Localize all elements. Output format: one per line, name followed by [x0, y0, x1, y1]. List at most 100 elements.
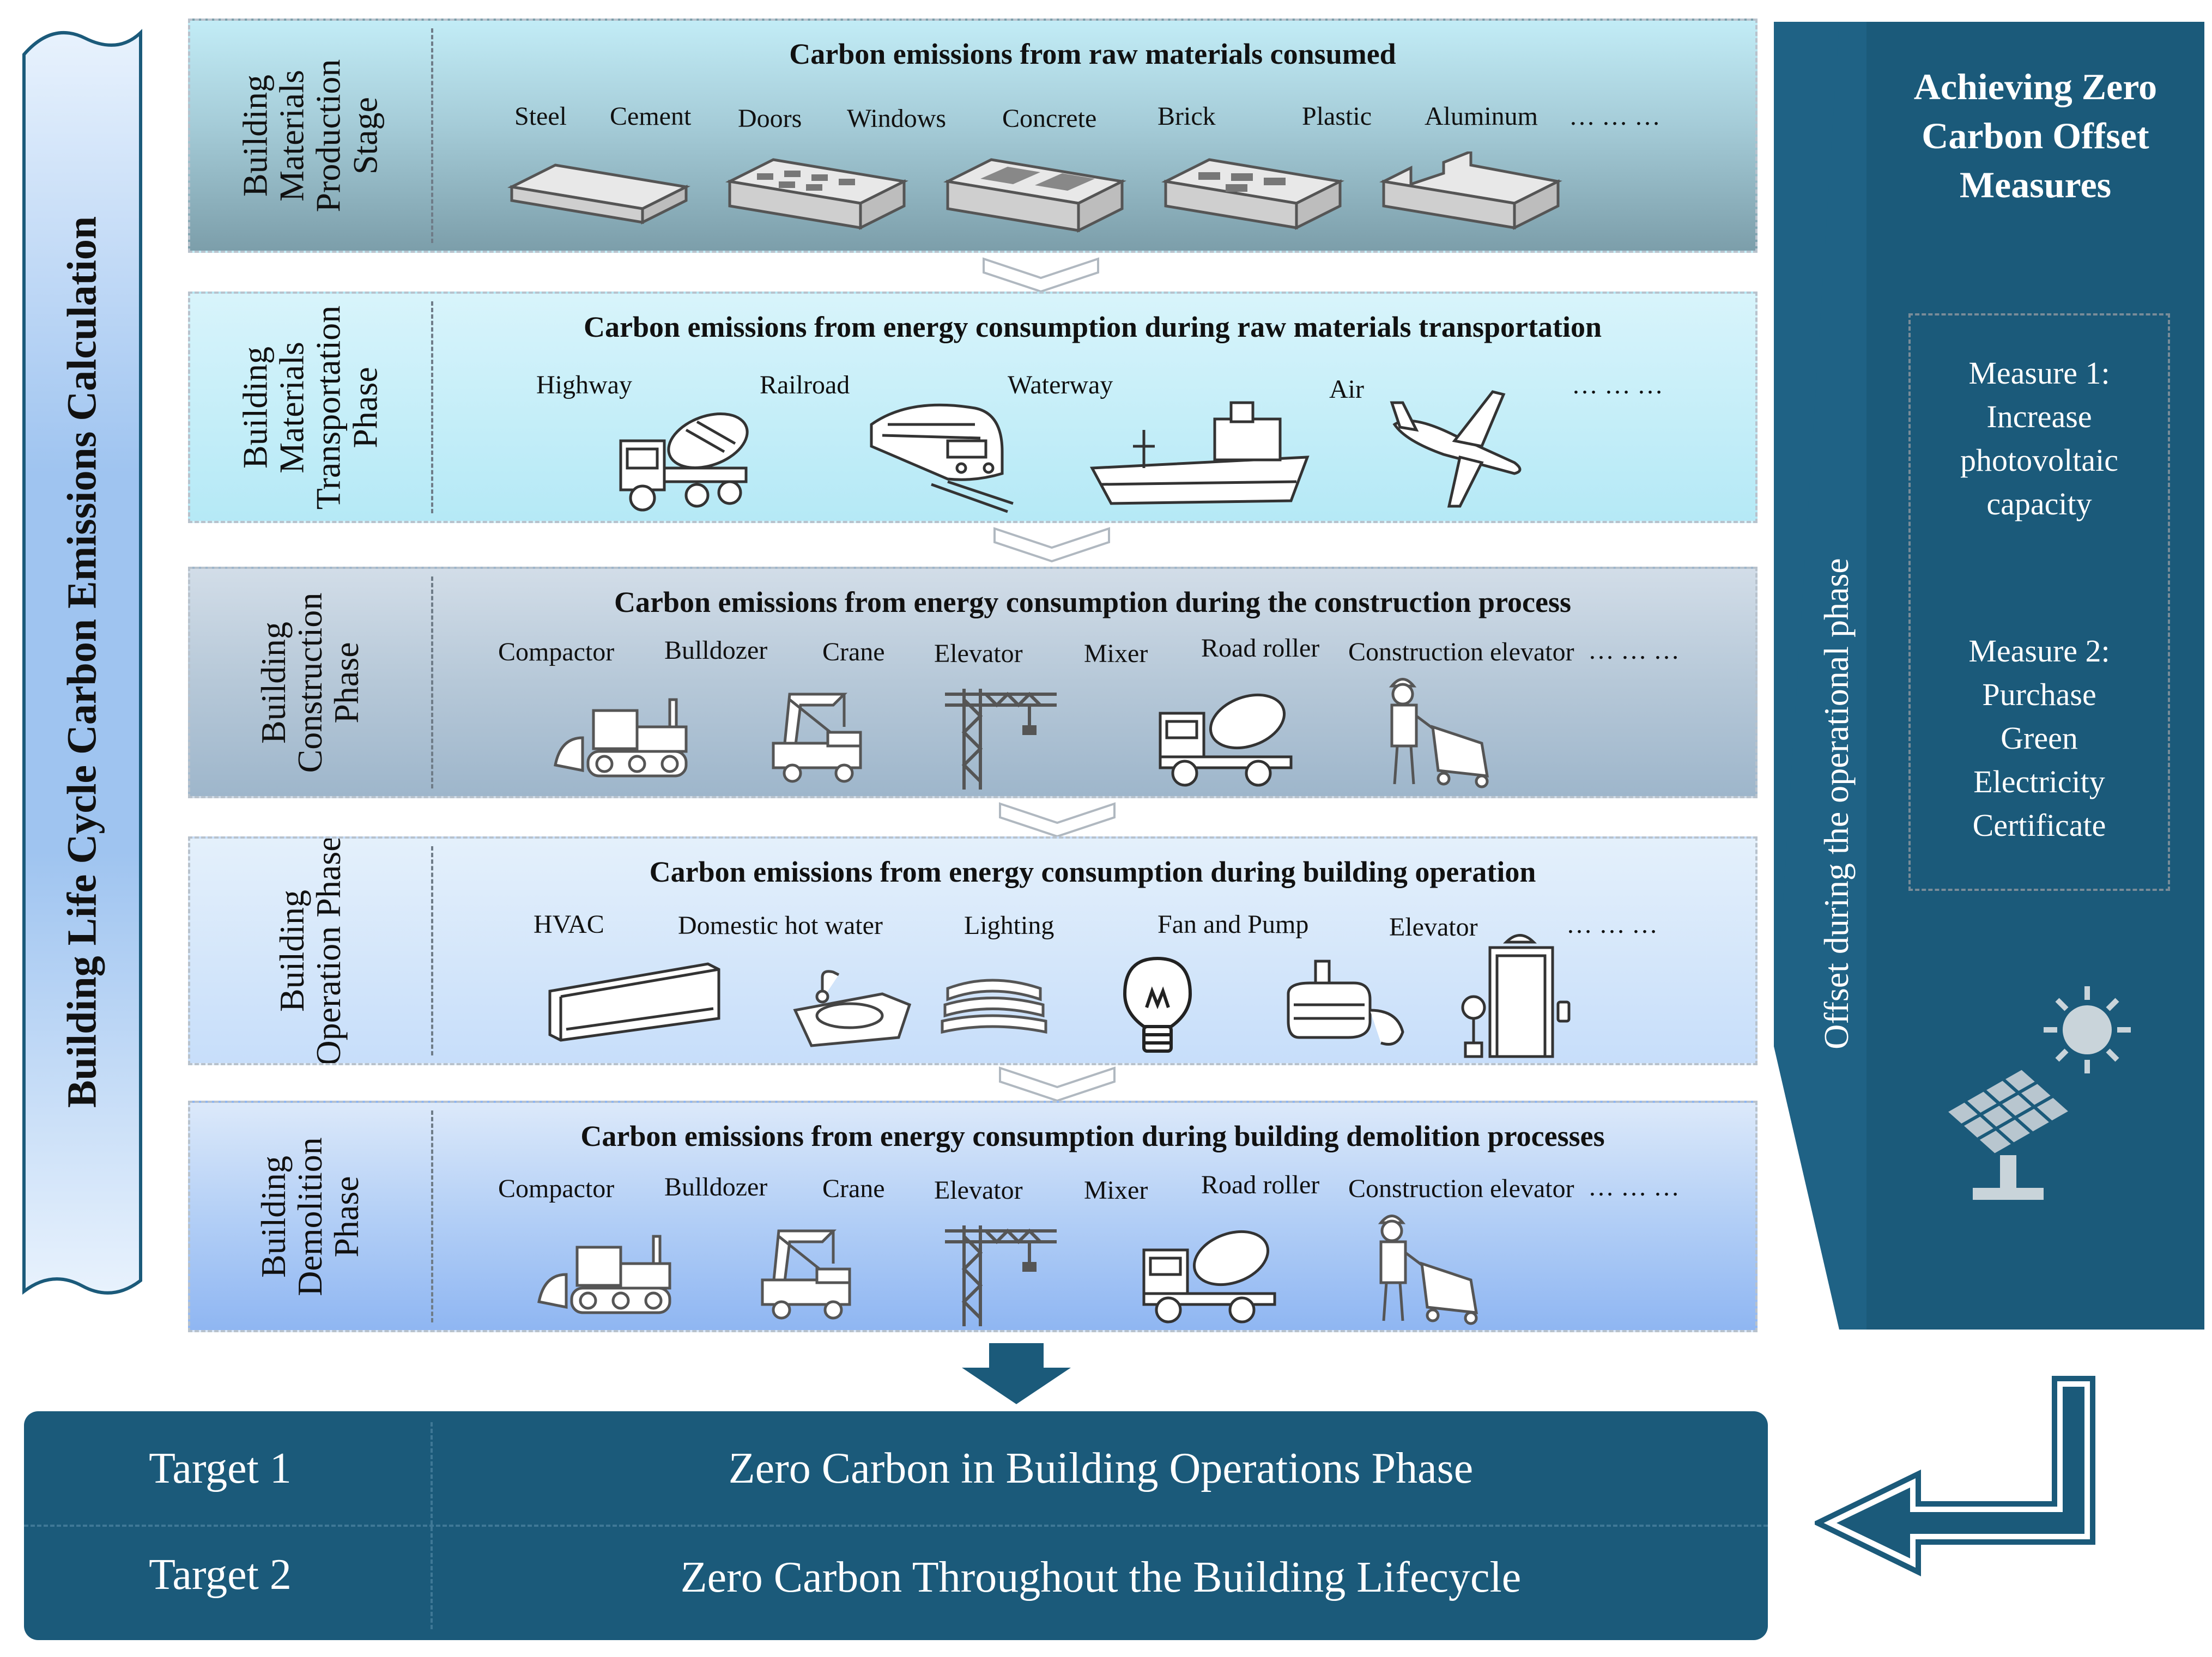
phase-construction: Building Construction Phase Carbon emiss…	[188, 567, 1758, 798]
airplane-icon	[1390, 390, 1522, 508]
item-label: Waterway	[1008, 371, 1113, 399]
left-banner: Building Life Cycle Carbon Emissions Cal…	[20, 22, 145, 1302]
measures-title-line: Carbon Offset	[1922, 114, 2149, 156]
phase-transport: Building Materials Transportation Phase …	[188, 292, 1758, 523]
item-label: Aluminum	[1425, 102, 1538, 131]
item-label: Air	[1329, 375, 1364, 404]
phase-label: Building Demolition Phase	[190, 1103, 430, 1330]
item-label: Cement	[610, 102, 692, 131]
light-bulb-icon	[1123, 956, 1192, 1053]
phase-divider	[431, 846, 433, 1055]
item-label: Railroad	[760, 371, 850, 399]
phase-label: Building Operation Phase	[190, 839, 430, 1063]
return-arrow-icon	[1815, 1376, 2095, 1576]
measure-1: Measure 1: Increase photovoltaic capacit…	[1908, 351, 2170, 526]
measure-line: Increase	[1986, 399, 2092, 435]
item-label: Concrete	[1002, 104, 1097, 133]
target-1-name: Target 1	[149, 1444, 292, 1492]
phase-title: Carbon emissions from energy consumption…	[584, 311, 1602, 343]
chevron-down-icon	[999, 802, 1116, 838]
item-label: Bulldozer	[664, 1173, 768, 1201]
phase-divider	[431, 576, 433, 788]
sink-icon	[793, 970, 912, 1047]
offset-band-text: Offset during the operational phase	[1817, 558, 1856, 1049]
phase-label: Building Construction Phase	[190, 569, 430, 796]
item-label: Construction elevator	[1348, 638, 1574, 666]
measure-line: Green	[2001, 720, 2078, 756]
ellipsis-more: … … …	[1572, 371, 1663, 399]
concrete-mixer-truck-icon	[619, 412, 749, 512]
item-label: Road roller	[1201, 634, 1320, 663]
item-label: Windows	[847, 104, 947, 133]
crane-truck-icon	[761, 1229, 851, 1320]
solar-panel-icon	[1942, 986, 2131, 1200]
bulldozer-icon	[554, 698, 688, 778]
measure-line: Measure 2:	[1968, 633, 2110, 669]
phase-label-text: Building Materials Transportation Phase	[235, 305, 385, 509]
item-label: Elevator	[934, 639, 1023, 668]
measure-line: Measure 1:	[1968, 355, 2110, 391]
offset-band	[1774, 22, 1866, 1330]
phase-label: Building Materials Production Stage	[190, 21, 430, 251]
pump-icon	[1287, 960, 1404, 1046]
tower-crane-icon	[945, 689, 1057, 790]
phase-divider	[431, 1110, 433, 1322]
mixer-truck-icon	[1142, 1230, 1276, 1324]
measure-line: photovoltaic	[1960, 442, 2118, 478]
ellipsis-more: … … …	[1588, 636, 1680, 665]
measures-box	[1908, 313, 2170, 891]
chevron-down-icon	[999, 1066, 1116, 1102]
measures-title: Achieving Zero Carbon Offset Measures	[1866, 63, 2204, 209]
crane-truck-icon	[772, 693, 862, 783]
phase-label-text: Building Materials Production Stage	[235, 59, 385, 213]
item-label: Lighting	[964, 911, 1055, 940]
phase-title: Carbon emissions from energy consumption…	[614, 586, 1572, 618]
phase-title: Carbon emissions from raw materials cons…	[789, 38, 1396, 70]
phase-label-text: Building Demolition Phase	[254, 1137, 366, 1296]
ellipsis-more: … … …	[1588, 1173, 1680, 1201]
measure-2: Measure 2: Purchase Green Electricity Ce…	[1908, 629, 2170, 847]
measure-line: Electricity	[1973, 764, 2105, 800]
hollow-block-icon	[725, 158, 908, 230]
phase-title: Carbon emissions from energy consumption…	[649, 855, 1536, 888]
item-label: Brick	[1157, 102, 1216, 131]
measures-title-line: Achieving Zero	[1913, 66, 2158, 107]
item-label: Steel	[514, 102, 567, 131]
worker-icon	[1378, 1215, 1478, 1325]
item-label: Mixer	[1084, 639, 1148, 668]
targets-divider	[24, 1525, 1768, 1527]
worker-icon	[1389, 678, 1489, 788]
slab-icon	[507, 163, 690, 225]
phase-production: Building Materials Production Stage Carb…	[188, 19, 1758, 253]
chevron-down-icon	[993, 527, 1110, 563]
item-label: Bulldozer	[664, 636, 768, 665]
phase-operation: Building Operation Phase Carbon emission…	[188, 836, 1758, 1065]
left-banner-title: Building Life Cycle Carbon Emissions Cal…	[59, 216, 105, 1108]
ship-icon	[1089, 401, 1310, 505]
brick-icon	[1161, 158, 1344, 230]
ellipsis-more: … … …	[1566, 910, 1658, 939]
ellipsis-more: … … …	[1569, 102, 1660, 131]
measure-line: capacity	[1986, 486, 2092, 522]
air-conditioner-icon	[548, 962, 720, 1042]
phase-label-text: Building Construction Phase	[254, 592, 366, 773]
chevron-down-icon	[983, 257, 1099, 293]
item-label: Construction elevator	[1348, 1174, 1574, 1203]
item-label: Highway	[536, 371, 632, 399]
measure-line: Certificate	[1972, 808, 2106, 843]
tower-crane-icon	[945, 1225, 1057, 1326]
item-label: Domestic hot water	[678, 911, 883, 940]
phase-label: Building Materials Transportation Phase	[190, 294, 430, 521]
target-1-description: Zero Carbon in Building Operations Phase	[728, 1444, 1474, 1492]
elevator-door-icon	[1461, 934, 1571, 1058]
phase-demolition: Building Demolition Phase Carbon emissio…	[188, 1101, 1758, 1332]
targets-divider	[431, 1422, 433, 1629]
item-label: Elevator	[1389, 913, 1478, 942]
phase-divider	[431, 301, 433, 513]
phase-label-text: Building Operation Phase	[272, 836, 348, 1065]
target-2-description: Zero Carbon Throughout the Building Life…	[680, 1553, 1522, 1601]
measure-line: Purchase	[1982, 677, 2096, 713]
item-label: Compactor	[498, 638, 615, 666]
train-icon	[870, 403, 1014, 513]
channel-block-icon	[1379, 151, 1562, 230]
